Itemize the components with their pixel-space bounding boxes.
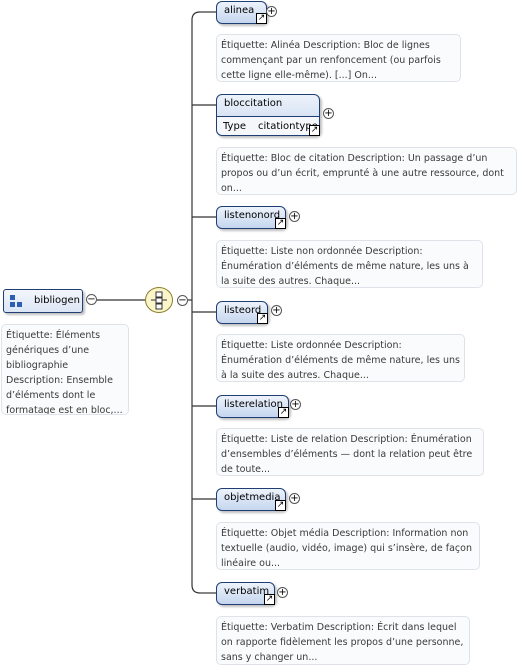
- element-name: listeord: [224, 305, 262, 316]
- attribute-row: Type citationtype: [217, 116, 319, 135]
- reference-arrow-icon: ↗: [275, 500, 286, 511]
- doc-listenonord: Étiquette: Liste non ordonnée Descriptio…: [216, 240, 483, 288]
- element-objetmedia[interactable]: objetmedia ↗: [216, 488, 286, 511]
- expand-button-objetmedia[interactable]: +: [289, 493, 300, 504]
- element-name: listenonord: [224, 210, 281, 221]
- root-element-bibliogen[interactable]: bibliogen: [3, 289, 83, 313]
- doc-listerelation: Étiquette: Liste de relation Description…: [216, 428, 484, 476]
- doc-bloccitation: Étiquette: Bloc de citation Description:…: [216, 147, 517, 195]
- doc-verbatim: Étiquette: Verbatim Description: Écrit d…: [216, 616, 470, 665]
- expand-button-listeord[interactable]: +: [271, 305, 282, 316]
- element-bloccitation[interactable]: bloccitation Type citationtype ↗: [216, 94, 320, 136]
- doc-listeord: Étiquette: Liste ordonnée Description: É…: [216, 334, 465, 382]
- expand-button-listenonord[interactable]: +: [289, 211, 300, 222]
- element-name: verbatim: [224, 586, 270, 597]
- element-alinea[interactable]: alinea ↗: [216, 1, 267, 24]
- expand-button-bloccitation[interactable]: +: [323, 108, 334, 119]
- expand-button-alinea[interactable]: +: [266, 6, 277, 17]
- element-name: objetmedia: [224, 492, 281, 503]
- element-type-icon: [10, 295, 22, 307]
- sequence-collapse-button[interactable]: −: [177, 295, 188, 306]
- reference-arrow-icon: ↗: [278, 407, 289, 418]
- element-verbatim[interactable]: verbatim ↗: [216, 582, 275, 605]
- attribute-label: Type: [223, 121, 246, 132]
- reference-arrow-icon: ↗: [275, 218, 286, 229]
- expand-button-listerelation[interactable]: +: [290, 399, 301, 410]
- reference-arrow-icon: ↗: [257, 313, 268, 324]
- root-element-name: bibliogen: [34, 295, 80, 306]
- reference-arrow-icon: ↗: [264, 594, 275, 605]
- sequence-compositor[interactable]: [145, 287, 173, 313]
- element-listerelation[interactable]: listerelation ↗: [216, 395, 289, 418]
- element-name: bloccitation: [224, 98, 283, 109]
- root-documentation: Étiquette: Éléments génériques d’une bib…: [1, 324, 129, 415]
- reference-arrow-icon: ↗: [256, 13, 267, 24]
- doc-alinea: Étiquette: Alinéa Description: Bloc de l…: [216, 34, 461, 82]
- element-listeord[interactable]: listeord ↗: [216, 301, 268, 324]
- doc-objetmedia: Étiquette: Objet média Description: Info…: [216, 522, 480, 570]
- expand-button-verbatim[interactable]: +: [277, 587, 288, 598]
- element-listenonord[interactable]: listenonord ↗: [216, 206, 286, 229]
- sequence-icon: [151, 291, 167, 310]
- element-name: alinea: [224, 5, 255, 16]
- attribute-type: citationtype: [258, 121, 318, 132]
- element-name: listerelation: [224, 399, 283, 410]
- reference-arrow-icon: ↗: [309, 125, 320, 136]
- root-collapse-button[interactable]: −: [86, 294, 97, 305]
